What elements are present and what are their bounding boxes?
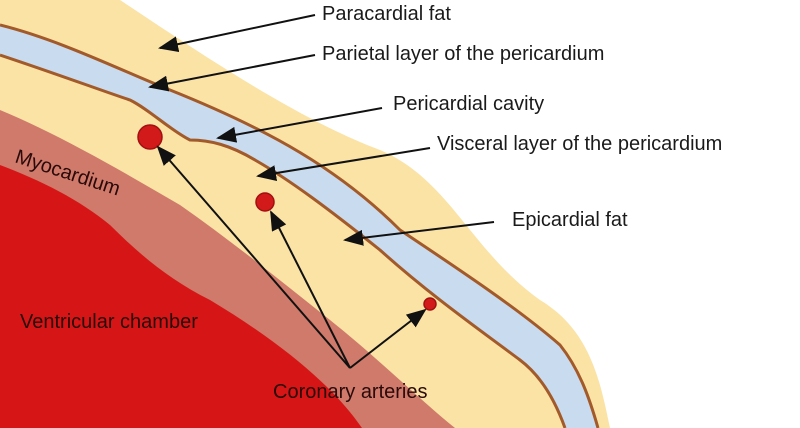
pericardial-cavity-label: Pericardial cavity: [393, 93, 544, 115]
coronary-arrow-2: [270, 210, 351, 369]
epicardial-fat-label: Epicardial fat: [512, 209, 628, 231]
coronary-arrow-3: [349, 308, 427, 369]
coronary-artery-3: [423, 297, 437, 311]
parietal-layer-label: Parietal layer of the pericardium: [322, 43, 604, 65]
coronary-artery-1: [137, 124, 163, 150]
parietal-layer-arrow: [148, 54, 316, 92]
parietal-layer-line: [0, 23, 600, 428]
visceral-layer-label: Visceral layer of the pericardium: [437, 133, 722, 155]
pericardial-cavity-arrow: [216, 107, 383, 143]
coronary-arrow-1: [156, 145, 351, 369]
ventricular-chamber-label: Ventricular chamber: [20, 311, 198, 333]
paracardial-fat-label: Paracardial fat: [322, 3, 451, 25]
coronary-artery-2: [255, 192, 275, 212]
pericardial-cavity-region: [0, 25, 598, 428]
coronary-arteries-label: Coronary arteries: [273, 381, 428, 403]
paracardial-fat-arrow: [158, 14, 316, 53]
epicardial-fat-arrow: [343, 221, 495, 246]
ventricular-chamber-region: [0, 165, 362, 428]
visceral-layer-arrow: [256, 147, 431, 182]
epicardial-fat-region: [0, 55, 565, 428]
